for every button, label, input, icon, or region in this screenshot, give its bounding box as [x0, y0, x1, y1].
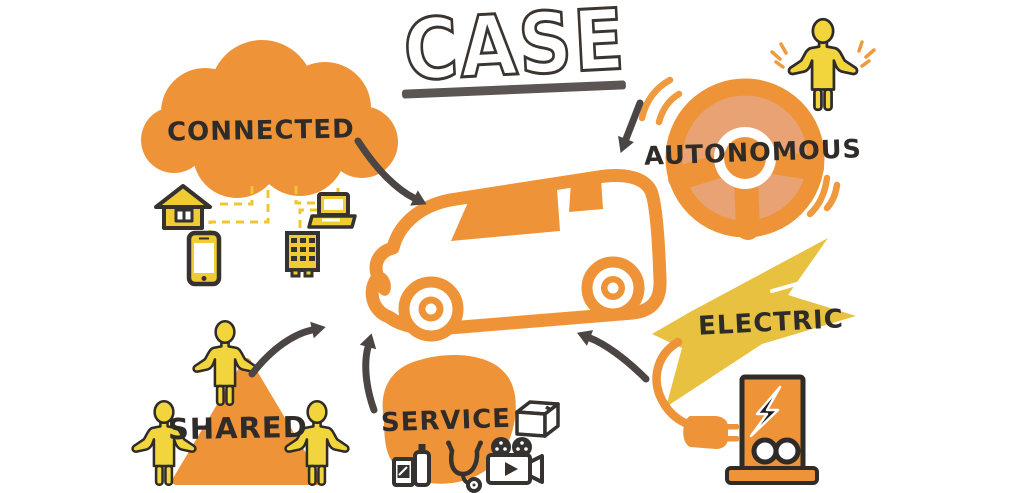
steering-wheel-icon	[665, 78, 825, 240]
car-headlight	[375, 272, 391, 296]
title-underline	[402, 80, 626, 99]
laptop-icon	[307, 192, 357, 229]
package-box-icon	[515, 400, 560, 438]
car-front-wheel	[398, 276, 464, 342]
film-camera-icon	[486, 437, 544, 485]
arrow-shared-to-car	[248, 326, 316, 378]
charging-cable	[652, 337, 695, 430]
car-rear-wheel	[581, 256, 645, 320]
building-icon	[285, 231, 320, 278]
arrow-autonomous-to-car	[622, 99, 644, 143]
drinks-icon	[392, 444, 431, 487]
page-title: CASE	[401, 0, 628, 100]
car-windows	[375, 179, 603, 296]
car-icon	[365, 169, 667, 342]
driver-sparkle-dashes	[770, 40, 876, 69]
connected-group: CONNECTED	[141, 40, 398, 287]
shared-group: SHARED	[131, 319, 350, 486]
electric-group: ELECTRIC	[652, 238, 856, 485]
smartphone-icon	[186, 230, 222, 287]
arrow-electric-to-car	[586, 334, 650, 383]
triangle-icon	[172, 358, 322, 485]
shared-label: SHARED	[168, 410, 308, 446]
station-bolt-glyph	[749, 385, 782, 438]
cloud-icon	[141, 40, 398, 198]
house-icon	[154, 184, 212, 230]
autonomous-group: AUTONOMOUS	[638, 17, 876, 240]
service-label: SERVICE	[380, 404, 511, 439]
stethoscope-icon	[446, 440, 483, 493]
connected-label: CONNECTED	[167, 114, 355, 147]
charging-station-icon	[725, 374, 819, 485]
arrow-service-to-car	[362, 343, 378, 414]
arrows-group	[248, 99, 650, 414]
lightning-bolt-icon	[652, 238, 856, 407]
hands-free-driver-icon	[787, 17, 859, 112]
wheel-motion-dashes	[638, 76, 841, 218]
connection-dashed-lines	[208, 186, 340, 232]
service-group: SERVICE	[380, 355, 560, 493]
autonomous-label: AUTONOMOUS	[644, 134, 863, 172]
electric-label: ELECTRIC	[697, 304, 844, 342]
arrow-connected-to-car	[354, 137, 418, 202]
bolt-highlight	[770, 281, 802, 293]
power-plug-icon	[683, 416, 739, 449]
title-group: CASE	[400, 0, 630, 101]
